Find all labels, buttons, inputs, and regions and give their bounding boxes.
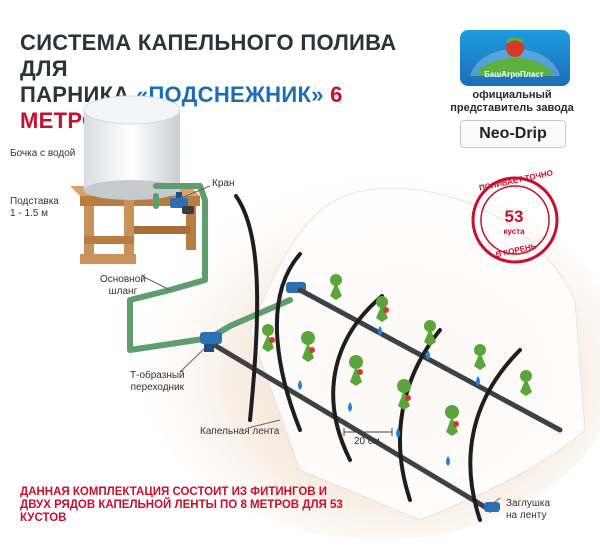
label-barrel: Бочка с водой xyxy=(10,148,76,159)
main-hose xyxy=(127,183,293,353)
label-main-hose: Основной шланг xyxy=(100,274,146,297)
label-plug: Заглушка на ленту xyxy=(506,498,551,521)
spacing-marker xyxy=(343,428,393,436)
drip-tape xyxy=(213,287,563,513)
stamp-unit: куста xyxy=(503,227,525,236)
brand-logo xyxy=(460,30,570,86)
label-tap: Кран xyxy=(212,178,235,189)
brand-name: БашАгроПласт xyxy=(484,70,544,79)
kit-description: ДАННАЯ КОМПЛЕКТАЦИЯ СОСТОИТ ИЗ ФИТИНГОВ … xyxy=(20,486,343,524)
label-stand: Подставка 1 - 1.5 м xyxy=(10,196,59,219)
partner-badge: Neo-Drip xyxy=(460,120,566,148)
representative-text: официальный представитель завода xyxy=(450,89,574,114)
tee-adapter xyxy=(200,332,222,352)
label-spacing: 20 см xyxy=(354,436,380,447)
tap-valve xyxy=(170,192,194,214)
water-drops xyxy=(298,326,480,466)
tape-plug xyxy=(484,502,500,512)
leader-lines xyxy=(141,185,501,505)
label-drip-tape: Капельная лента xyxy=(200,426,280,437)
greenhouse-hoops xyxy=(234,194,522,522)
stamp-number: 53 xyxy=(504,207,524,226)
stamp-badge xyxy=(471,176,559,264)
title-line-1: СИСТЕМА КАПЕЛЬНОГО ПОЛИВА ДЛЯ xyxy=(20,30,397,81)
tomato-plants xyxy=(262,274,532,436)
tomato-fruits xyxy=(269,307,459,427)
label-tee-adapter: Т-образный переходник xyxy=(130,370,185,393)
